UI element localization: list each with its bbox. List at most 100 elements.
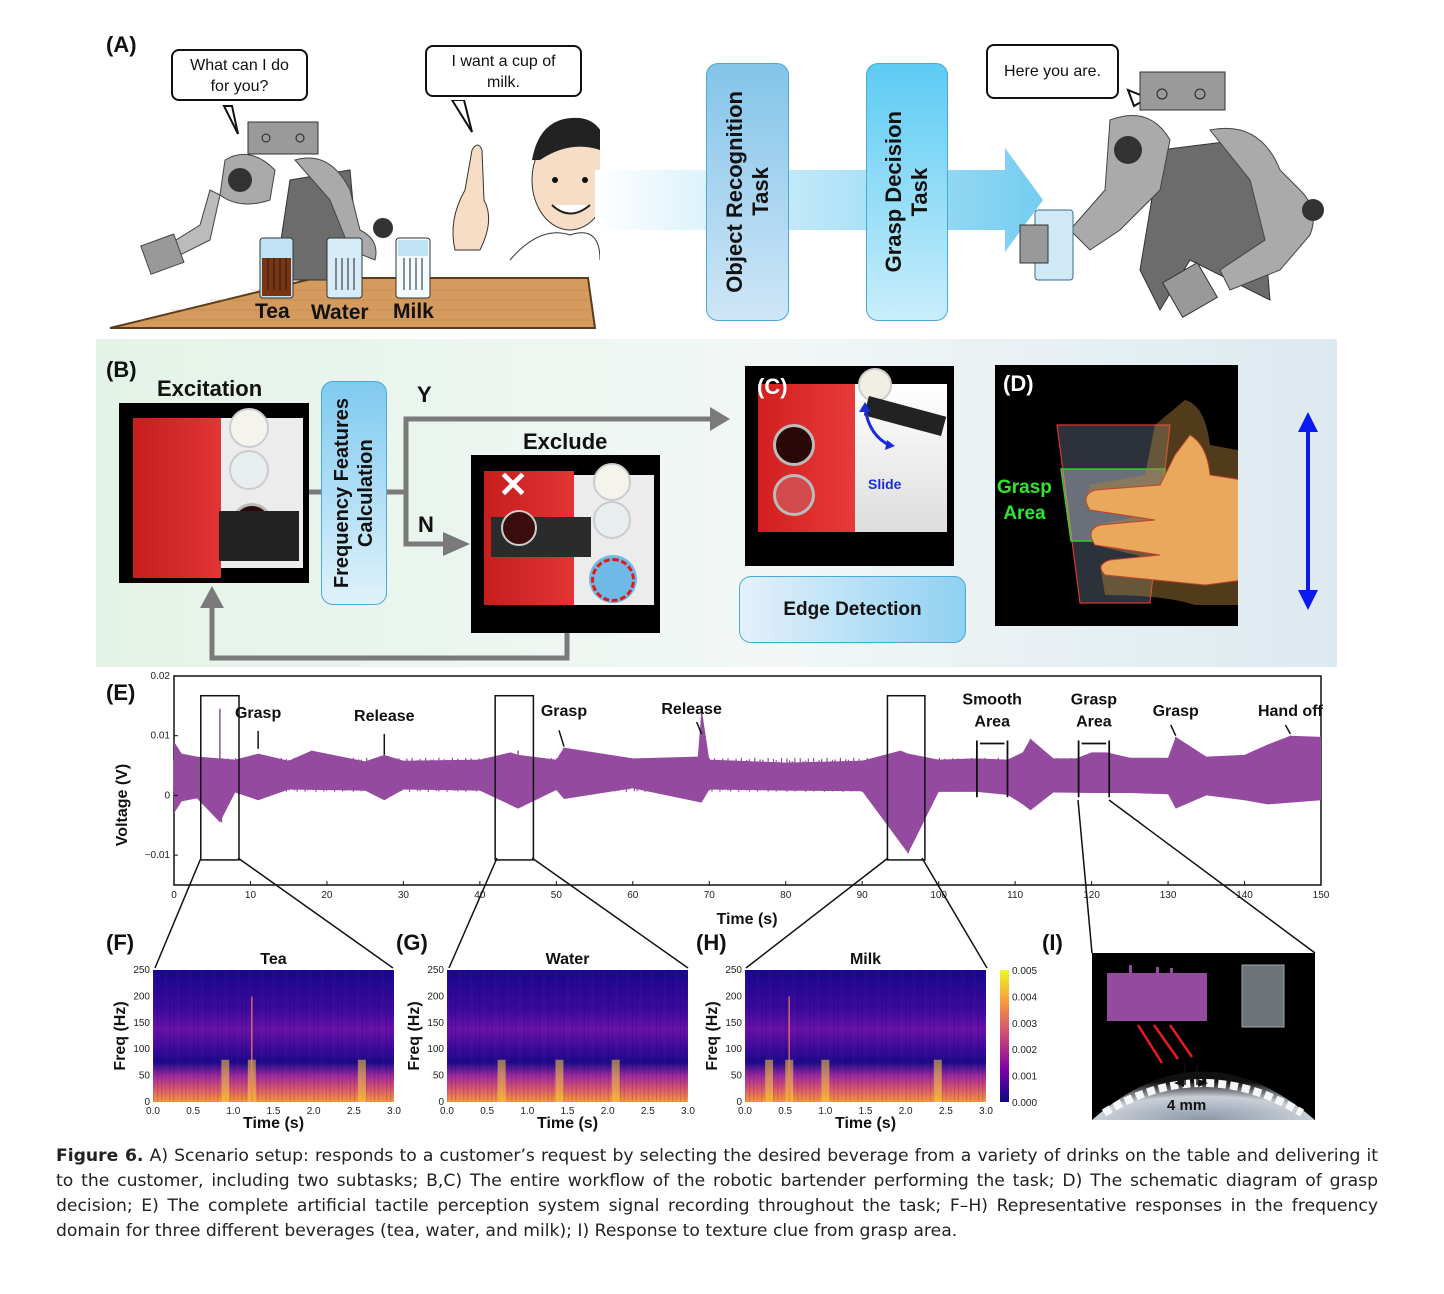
x-tick-label: 80 — [780, 890, 792, 901]
y-tick-label: 150 — [427, 1018, 444, 1029]
annotation-label: Release — [354, 708, 415, 725]
x-tick-label: 10 — [245, 890, 257, 901]
spectrogram-title: Tea — [260, 951, 286, 968]
colorbar-tick-label: 0.002 — [1012, 1045, 1037, 1056]
grasp-area-line-1: Grasp — [997, 477, 1052, 498]
spectrogram-streak — [483, 970, 485, 1102]
spectrogram-streak — [913, 970, 915, 1102]
spectrogram-streak — [273, 970, 275, 1102]
x-axis-title: Time (s) — [243, 1115, 304, 1132]
excitation-title: Excitation — [157, 376, 263, 401]
y-tick-label: 150 — [133, 1018, 150, 1029]
spectrogram-streak — [921, 970, 923, 1102]
robot-icon — [140, 121, 393, 281]
x-tick-label: 2.0 — [307, 1106, 321, 1117]
x-tick-label: 2.0 — [601, 1106, 615, 1117]
spectrogram-streak — [479, 970, 481, 1102]
spectrogram-streak — [925, 970, 927, 1102]
texture-response-icon — [1092, 964, 1315, 1120]
spectrogram-streak — [825, 970, 827, 1102]
x-tick-label: 0.0 — [738, 1106, 752, 1117]
y-tick-label: 0 — [736, 1097, 742, 1108]
spectrogram-streak — [937, 970, 939, 1102]
frequency-features-box: Frequency Features Calculation — [321, 381, 387, 605]
spectrogram-streak — [933, 970, 935, 1102]
panel-c-label: (C) — [757, 374, 788, 399]
caption-text: A) Scenario setup: responds to a custome… — [56, 1146, 1378, 1241]
spectrogram-streak — [889, 970, 891, 1102]
spectrogram-streak — [463, 970, 465, 1102]
spectrogram-streak — [309, 970, 311, 1102]
exclude-title: Exclude — [523, 429, 608, 454]
panel-f-label: (F) — [106, 930, 135, 955]
spectrogram-streak — [193, 970, 195, 1102]
annotation-arrow — [1284, 724, 1292, 735]
drink-label-milk: Milk — [393, 300, 434, 323]
spectrogram-streak — [623, 970, 625, 1102]
x-tick-label: 1.5 — [267, 1106, 281, 1117]
spectrogram-streak — [229, 970, 231, 1102]
spectrogram-streak — [555, 970, 557, 1102]
x-tick-label: 140 — [1236, 890, 1253, 901]
delivery-speech-bubble: Here you are. — [986, 44, 1119, 99]
x-tick-label: 90 — [857, 890, 869, 901]
arrow-to-excitation-icon — [200, 586, 224, 608]
x-axis-title: Time (s) — [835, 1115, 896, 1132]
y-tick-label: 250 — [133, 965, 150, 976]
x-tick-label: 1.0 — [226, 1106, 240, 1117]
y-tick-label: 50 — [139, 1071, 151, 1082]
y-tick-label: 50 — [433, 1071, 445, 1082]
spectrogram-streak — [293, 970, 295, 1102]
spectrogram-streak — [917, 970, 919, 1102]
spectrogram-streak — [753, 970, 755, 1102]
spectrogram-streak — [957, 970, 960, 1102]
spectrogram-event — [497, 1059, 506, 1102]
x-tick-label: 1.0 — [520, 1106, 534, 1117]
spectrogram-streak — [969, 970, 972, 1102]
task1-line-1: Object Recognition — [721, 91, 747, 293]
spectrogram-streak — [595, 970, 597, 1102]
figure-caption: Figure 6. A) Scenario setup: responds to… — [56, 1144, 1378, 1244]
spectrogram-streak — [531, 970, 533, 1102]
annotation-label: Hand off — [1258, 703, 1324, 720]
drink-label-tea: Tea — [255, 300, 290, 323]
spectrogram-streak — [615, 970, 617, 1102]
spectrogram-streak — [511, 970, 513, 1102]
tea-glass-icon — [259, 237, 294, 299]
spectrogram-event — [821, 1059, 830, 1102]
colorbar-tick-label: 0.004 — [1012, 992, 1037, 1003]
spectrogram-streak — [261, 970, 263, 1102]
task2-line-2: Task — [907, 167, 932, 217]
spectrogram-streak — [805, 970, 807, 1102]
spectrogram-streak — [301, 970, 303, 1102]
annotation-label: Release — [661, 701, 722, 718]
spectrogram-streak — [757, 970, 759, 1102]
spectrogram-streak — [905, 970, 907, 1102]
spectrogram-streak — [245, 970, 247, 1102]
spectrogram-streak — [639, 970, 641, 1102]
x-tick-label: 2.5 — [347, 1106, 361, 1117]
colorbar — [1000, 970, 1009, 1102]
spectrogram-streak — [659, 970, 662, 1102]
grasp-area-line-2: Area — [1003, 503, 1046, 524]
x-tick-label: 3.0 — [387, 1106, 401, 1117]
y-axis-title: Voltage (V) — [114, 764, 131, 846]
spectrogram-streak — [451, 970, 453, 1102]
spectrogram-streak — [277, 970, 279, 1102]
workflow-arrow-icon — [595, 148, 1043, 252]
spectrogram-streak — [297, 970, 299, 1102]
exclude-x-icon: ✕ — [498, 464, 529, 505]
customer-speech-line-1: I want a cup of — [451, 53, 556, 70]
spectrogram-streak — [765, 970, 767, 1102]
exclude-photo: ✕ — [471, 455, 660, 633]
x-tick-label: 0 — [171, 890, 177, 901]
spectrogram-streak — [813, 970, 815, 1102]
panel-a-label: (A) — [106, 32, 137, 57]
task2-line-1: Grasp Decision — [881, 111, 906, 273]
spectrogram-streak — [977, 970, 980, 1102]
customer-speech-line-2: milk. — [487, 74, 520, 91]
spectrogram-streak — [543, 970, 545, 1102]
excitation-photo — [119, 403, 309, 583]
robot-bartender-illustration — [109, 100, 600, 329]
